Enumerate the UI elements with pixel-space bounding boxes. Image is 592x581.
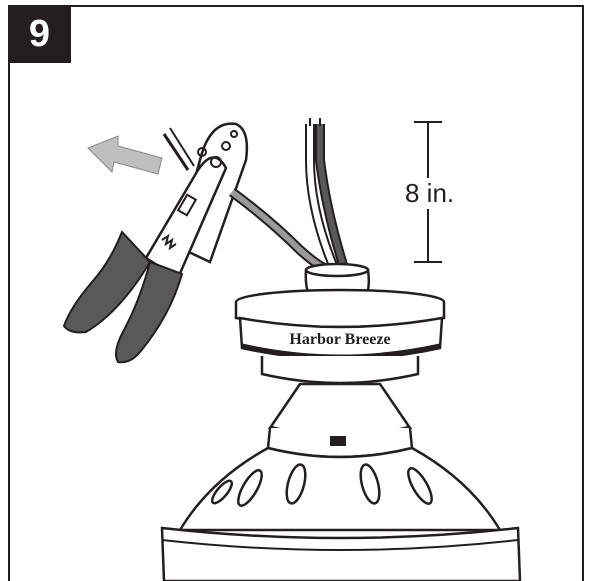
measurement-label: 8 in. (403, 178, 457, 209)
instruction-frame (8, 5, 584, 581)
fan-wires (229, 118, 349, 275)
wire-stripper-icon (62, 122, 249, 364)
brand-logo: Harbor Breeze (289, 331, 390, 348)
fan-motor-housing (160, 262, 522, 581)
arrow-left-icon (87, 135, 163, 175)
step-number-badge: 9 (8, 5, 71, 63)
